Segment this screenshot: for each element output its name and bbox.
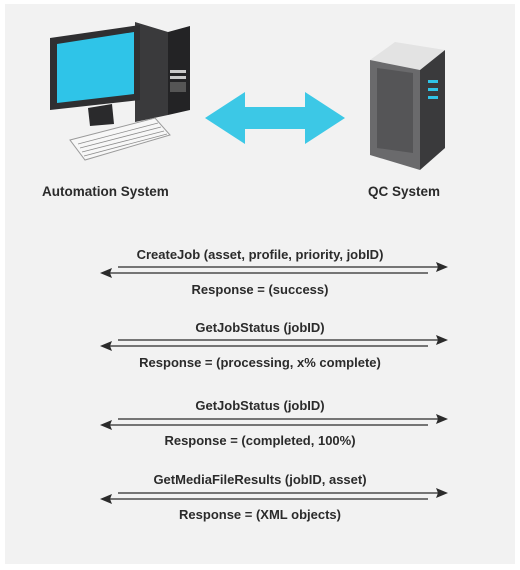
response-arrow bbox=[100, 341, 428, 351]
computer-icon bbox=[50, 22, 190, 161]
message-4-response: Response = (XML objects) bbox=[179, 507, 341, 522]
server-icon bbox=[370, 42, 445, 170]
request-arrow bbox=[118, 262, 448, 272]
response-arrow bbox=[100, 494, 428, 504]
message-3-response: Response = (completed, 100%) bbox=[164, 433, 356, 448]
request-arrow bbox=[118, 335, 448, 345]
request-arrow bbox=[118, 488, 448, 498]
message-1-response: Response = (success) bbox=[191, 282, 329, 297]
message-2-response: Response = (processing, x% complete) bbox=[139, 355, 381, 370]
request-arrow bbox=[118, 414, 448, 424]
message-2-request: GetJobStatus (jobID) bbox=[195, 320, 325, 335]
bidirectional-arrow-icon bbox=[205, 92, 345, 144]
qc-system-label: QC System bbox=[368, 184, 441, 199]
automation-system-label: Automation System bbox=[42, 184, 169, 199]
sequence-arrows bbox=[100, 262, 448, 504]
message-3-request: GetJobStatus (jobID) bbox=[195, 398, 325, 413]
response-arrow bbox=[100, 268, 428, 278]
message-1-request: CreateJob (asset, profile, priority, job… bbox=[136, 247, 384, 262]
message-4-request: GetMediaFileResults (jobID, asset) bbox=[153, 472, 367, 487]
response-arrow bbox=[100, 420, 428, 430]
